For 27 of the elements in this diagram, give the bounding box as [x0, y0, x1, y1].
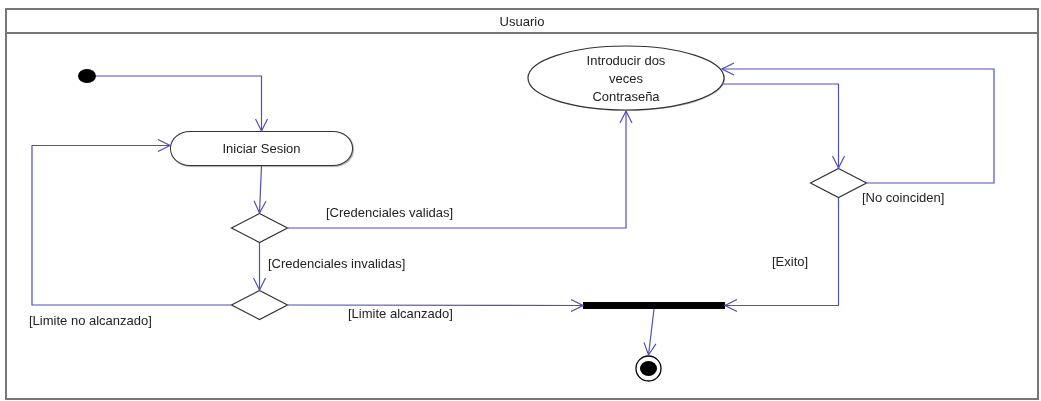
arrow: [724, 197, 840, 313]
edge-label: [Exito]: [771, 255, 810, 269]
activity-label: Iniciar Sesion: [222, 141, 301, 156]
arrow: [287, 110, 633, 229]
decision-diamond: [231, 213, 288, 243]
arrow: [721, 62, 995, 184]
arrow: [287, 298, 584, 313]
edge-label: [Limite no alcanzado]: [28, 314, 153, 328]
initial-node: [78, 69, 96, 83]
arrow: [253, 165, 267, 214]
arrow: [721, 83, 846, 169]
arrow: [643, 308, 657, 356]
arrow: [31, 138, 232, 306]
edge-label: [Limite alcanzado]: [347, 307, 454, 321]
activity-box: [170, 131, 353, 166]
decision-diamond: [231, 290, 288, 320]
edge-label: [No coinciden]: [861, 191, 946, 205]
activity-ellipse: [527, 45, 725, 111]
final-node: [635, 355, 662, 382]
arrow: [95, 75, 269, 132]
edge-label: [Credenciales invalidas]: [267, 257, 407, 271]
swimlane: [5, 8, 1039, 400]
arrow: [252, 242, 267, 291]
activity-label: Introducir dos veces Contraseña: [586, 53, 666, 104]
edge-label: [Credenciales validas]: [325, 206, 455, 220]
swimlane-title: Usuario: [499, 13, 545, 29]
join-bar: [583, 302, 725, 309]
